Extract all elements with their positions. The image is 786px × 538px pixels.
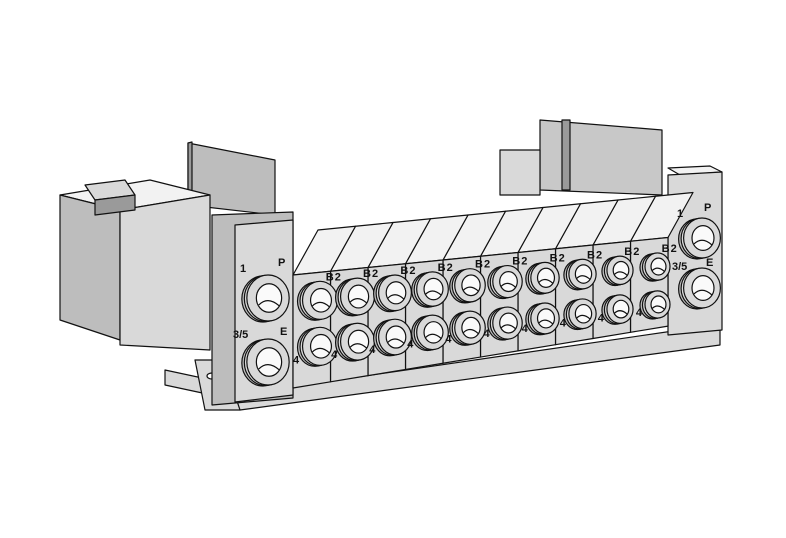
port-b-fitting [487,264,523,300]
left-supply-letter: P [278,257,285,269]
left-supply-fitting [241,274,290,323]
port-b-number: 2 [559,252,565,264]
left-exhaust-number: 3/5 [233,329,248,341]
port-b-number: 2 [447,262,453,274]
port-b-letter: B [326,271,334,283]
port-b-number: 2 [596,249,602,261]
port-a-fitting [449,310,486,346]
port-a-fitting [639,290,671,320]
port-b-number: 2 [671,243,677,255]
port-b-letter: B [550,252,558,264]
port-b-fitting [373,274,412,313]
port-a-number: 4 [293,354,300,366]
port-b-letter: B [400,265,408,277]
right-exhaust-fitting [677,267,721,310]
port-a-fitting [373,318,412,357]
port-a-number: 4 [522,323,529,335]
right-supply-fitting [677,217,721,260]
port-a-fitting [296,326,339,367]
port-a-fitting [487,306,523,341]
port-b-fitting [334,277,376,317]
port-b-fitting [639,252,671,282]
right-exhaust-letter: E [706,257,713,269]
port-a-number: 4 [407,339,414,351]
right-exhaust-number: 3/5 [672,261,687,273]
port-b-letter: B [475,259,483,271]
port-b-fitting [563,258,597,291]
port-a-number: 4 [598,312,605,324]
right-back-bracket [499,119,663,196]
port-a-fitting [601,294,634,325]
port-b-fitting [525,261,560,295]
base-rail [234,329,721,411]
port-a-number: 4 [636,307,643,319]
port-a-fitting [563,298,597,331]
port-b-fitting [601,255,634,287]
port-a-number: 4 [369,344,376,356]
port-b-number: 2 [372,268,378,280]
port-b-fitting [296,280,339,321]
port-b-letter: B [438,262,446,274]
port-a-number: 4 [445,333,452,345]
port-b-number: 2 [335,271,341,283]
right-supply-letter: P [704,202,711,214]
port-b-number: 2 [409,265,415,277]
port-a-fitting [411,314,449,352]
port-a-number: 4 [331,349,338,361]
port-b-letter: B [363,268,371,280]
port-b-letter: B [624,246,632,258]
right-supply-number: 1 [677,208,683,220]
port-a-fitting [334,322,376,362]
port-b-letter: B [662,243,670,255]
port-b-letter: B [587,249,595,261]
port-a-number: 4 [484,328,491,340]
port-b-number: 2 [484,259,490,271]
port-b-number: 2 [633,246,639,258]
left-exhaust-fitting [241,338,290,387]
port-b-fitting [449,268,486,304]
port-a-number: 4 [560,318,567,330]
port-b-number: 2 [521,256,527,268]
left-exhaust-letter: E [280,326,287,338]
port-b-letter: B [512,256,520,268]
left-supply-number: 1 [240,263,246,275]
port-b-fitting [411,271,449,308]
port-a-fitting [525,302,560,336]
